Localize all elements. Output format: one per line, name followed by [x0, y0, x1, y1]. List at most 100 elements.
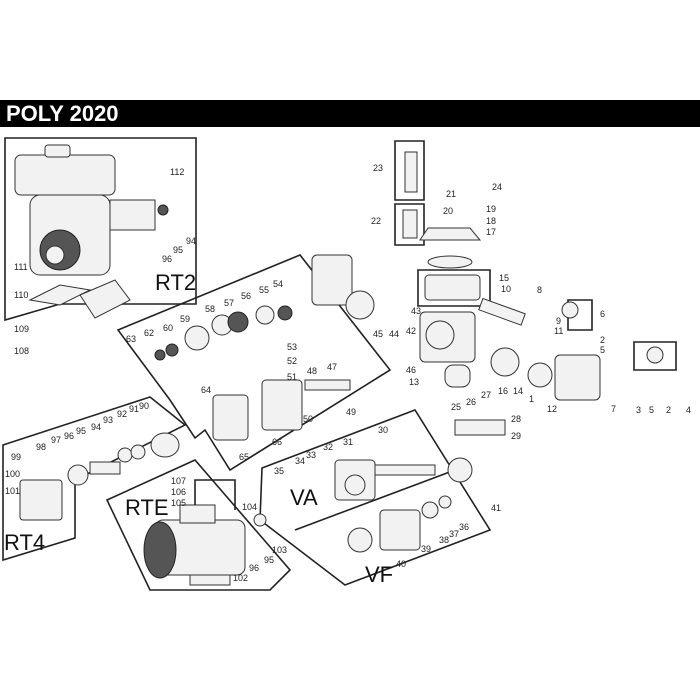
part-number-callout: 101 — [5, 486, 20, 496]
part-number-callout: 9 — [556, 316, 561, 326]
part-number-callout: 33 — [306, 450, 316, 460]
part-number-callout: 97 — [51, 435, 61, 445]
part-number-callout: 53 — [287, 342, 297, 352]
part-number-callout: 96 — [64, 431, 74, 441]
part-number-callout: 112 — [170, 167, 184, 177]
part-number-callout: 18 — [486, 216, 496, 226]
part-number-callout: 52 — [287, 356, 297, 366]
part-number-callout: 109 — [14, 324, 29, 334]
part-number-callout: 107 — [171, 476, 186, 486]
part-number-callout: 60 — [163, 323, 173, 333]
part-number-callout: 24 — [492, 182, 502, 192]
part-number-callout: 94 — [91, 422, 101, 432]
part-number-callout: 103 — [272, 545, 287, 555]
part-number-callout: 96 — [249, 563, 259, 573]
part-number-callout: 66 — [272, 437, 282, 447]
part-number-callout: 93 — [103, 415, 113, 425]
fitting-box-4 — [633, 341, 677, 371]
electric-motor-drawing — [143, 479, 267, 586]
part-number-callout: 13 — [409, 377, 419, 387]
rt4-parts-drawing — [19, 432, 180, 521]
part-number-callout: 95 — [264, 555, 274, 565]
part-number-callout: 105 — [171, 498, 186, 508]
diagram-title: POLY 2020 — [6, 101, 119, 126]
part-number-callout: 45 — [373, 329, 383, 339]
part-number-callout: 27 — [481, 390, 491, 400]
part-number-callout: 55 — [259, 285, 269, 295]
part-number-callout: 20 — [443, 206, 453, 216]
part-number-callout: 2 — [666, 405, 671, 415]
part-number-callout: 15 — [499, 273, 509, 283]
part-number-callout: 63 — [126, 334, 136, 344]
part-number-callout: 23 — [373, 163, 383, 173]
group-label-va: VA — [290, 485, 318, 510]
part-number-callout: 62 — [144, 328, 154, 338]
group-label-rt2: RT2 — [155, 270, 196, 295]
part-number-callout: 5 — [649, 405, 654, 415]
part-number-callout: 12 — [547, 404, 557, 414]
part-number-callout: 3 — [636, 405, 641, 415]
part-number-callout: 25 — [451, 402, 461, 412]
part-number-callout: 49 — [346, 407, 356, 417]
part-number-callout: 22 — [371, 216, 381, 226]
group-label-rte: RTE — [125, 495, 169, 520]
part-number-callout: 39 — [421, 544, 431, 554]
part-number-callout: 35 — [274, 466, 284, 476]
engine-drawing — [14, 144, 169, 319]
part-number-callout: 36 — [459, 522, 469, 532]
part-number-callout: 64 — [201, 385, 211, 395]
fitting-box-6 — [567, 299, 593, 331]
valve-box-23 — [394, 140, 425, 201]
part-number-callout: 95 — [76, 426, 86, 436]
part-number-callout: 99 — [11, 452, 21, 462]
part-number-callout: 2 — [600, 335, 605, 345]
part-number-callout: 10 — [501, 284, 511, 294]
part-number-callout: 46 — [406, 365, 416, 375]
part-number-callout: 44 — [389, 329, 399, 339]
part-number-callout: 106 — [171, 487, 186, 497]
part-number-callout: 28 — [511, 414, 521, 424]
part-number-callout: 59 — [180, 314, 190, 324]
part-number-callout: 108 — [14, 346, 29, 356]
part-number-callout: 92 — [117, 409, 127, 419]
part-number-callout: 54 — [273, 279, 283, 289]
part-number-callout: 38 — [439, 535, 449, 545]
part-number-callout: 37 — [449, 529, 459, 539]
part-number-callout: 41 — [491, 503, 501, 513]
part-number-callout: 43 — [411, 306, 421, 316]
part-number-callout: 42 — [406, 326, 416, 336]
part-number-callout: 16 — [498, 386, 508, 396]
title-bar: POLY 2020 — [0, 100, 700, 127]
part-number-callout: 98 — [36, 442, 46, 452]
part-number-callout: 7 — [611, 404, 616, 414]
va-vf-divider — [294, 469, 456, 531]
part-number-callout: 19 — [486, 204, 496, 214]
pump-body-drawing — [311, 151, 664, 436]
rt2-section-outline — [4, 137, 197, 322]
part-number-callout: 6 — [600, 309, 605, 319]
part-number-callout: 32 — [323, 442, 333, 452]
part-number-callout: 21 — [446, 189, 456, 199]
drive-parts-drawing — [154, 305, 351, 441]
part-number-callout: 30 — [378, 425, 388, 435]
part-number-callout: 91 — [129, 404, 139, 414]
part-number-callout: 58 — [205, 304, 215, 314]
part-number-callout: 110 — [14, 290, 28, 300]
group-label-rt4: RT4 — [4, 530, 45, 555]
part-number-callout: 40 — [396, 559, 406, 569]
part-number-callout: 31 — [343, 437, 353, 447]
part-number-callout: 34 — [295, 456, 305, 466]
part-number-callout: 5 — [600, 345, 605, 355]
part-number-callout: 14 — [513, 386, 523, 396]
part-number-callout: 95 — [173, 245, 183, 255]
part-number-callout: 1 — [529, 394, 534, 404]
part-number-callout: 57 — [224, 298, 234, 308]
part-number-callout: 8 — [537, 285, 542, 295]
part-number-callout: 96 — [162, 254, 172, 264]
part-number-callout: 26 — [466, 397, 476, 407]
part-number-callout: 102 — [233, 573, 248, 583]
part-number-callout: 65 — [239, 452, 249, 462]
